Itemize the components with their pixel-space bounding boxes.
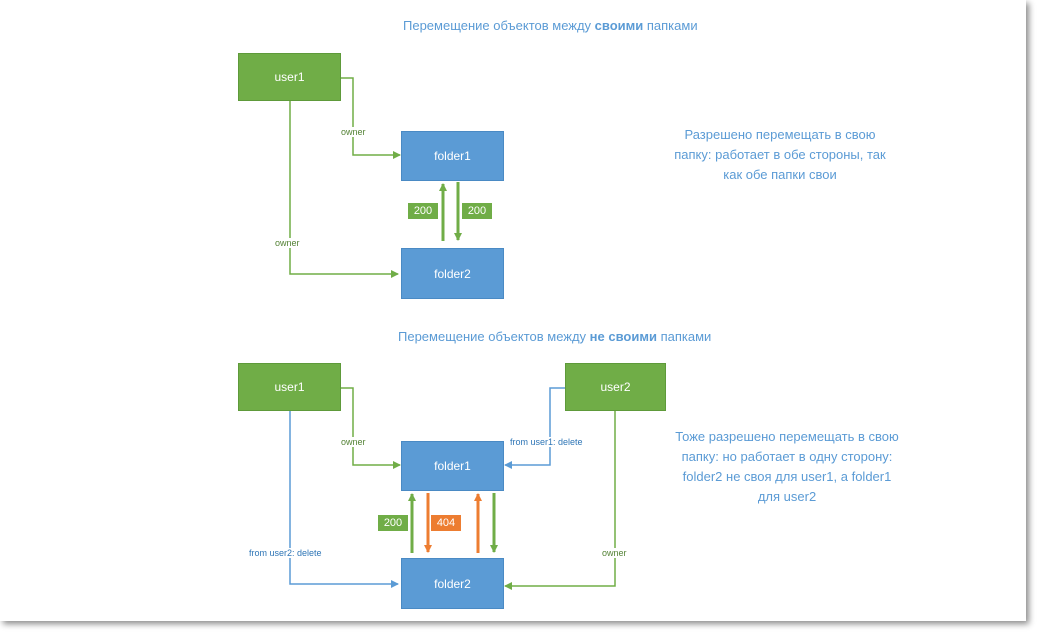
section2-title-pre: Перемещение объектов между <box>398 329 590 344</box>
s2-edge-label-user2-delete: from user1: delete <box>509 437 584 447</box>
status-badge-up: 200 <box>408 203 438 219</box>
user1-label: user1 <box>274 70 305 84</box>
edge-user1-owner-folder1 <box>341 77 401 159</box>
folder2-label: folder2 <box>434 266 471 281</box>
s2-folder2-label: folder2 <box>434 576 471 591</box>
s2-edge-label-user2-owner: owner <box>601 548 628 558</box>
diagram-canvas <box>0 0 1026 621</box>
edge-user2-delete-folder1 <box>504 387 565 469</box>
section2-title-bold: не своими <box>589 329 657 344</box>
edge-user1-owner-folder2 <box>289 101 399 278</box>
status-badge-down: 200 <box>462 203 492 219</box>
s2-user1-node: user1 <box>238 363 341 411</box>
folder1-node: folder1 <box>401 131 504 181</box>
edge-user1-owner-folder1-s2 <box>341 387 401 469</box>
edge-user2-owner-folder2 <box>504 411 616 590</box>
edge-label-owner-folder1: owner <box>340 127 367 137</box>
s2-folder1-label: folder1 <box>434 459 471 473</box>
section1-title-bold: своими <box>594 18 644 33</box>
section1-title: Перемещение объектов между своими папкам… <box>403 18 698 33</box>
s2-status-badge-fail: 404 <box>431 515 461 531</box>
section1-note: Разрешено перемещать в свою папку: работ… <box>674 127 886 182</box>
section1-title-post: папками <box>643 18 698 33</box>
s2-user1-label: user1 <box>274 380 305 394</box>
s2-folder2-node: folder2 <box>401 558 504 609</box>
folder2-node: folder2 <box>401 248 504 299</box>
folder1-label: folder1 <box>434 149 471 163</box>
s2-folder1-node: folder1 <box>401 441 504 491</box>
s2-edge-label-user1-owner: owner <box>340 437 367 447</box>
s2-edge-label-user1-delete: from user2: delete <box>248 548 323 558</box>
s2-user2-node: user2 <box>565 363 666 411</box>
s2-user2-label: user2 <box>600 380 631 394</box>
user1-node: user1 <box>238 53 341 101</box>
s2-status-badge-ok: 200 <box>378 515 408 531</box>
section2-title-post: папками <box>656 329 712 344</box>
section2-note: Тоже разрешено перемещать в свою папку: … <box>675 429 899 504</box>
section1-title-pre: Перемещение объектов между <box>403 18 595 33</box>
section2-title: Перемещение объектов между не своими пап… <box>398 329 711 344</box>
edge-user1-delete-folder2 <box>289 411 399 588</box>
edge-label-owner-folder2: owner <box>274 238 301 248</box>
